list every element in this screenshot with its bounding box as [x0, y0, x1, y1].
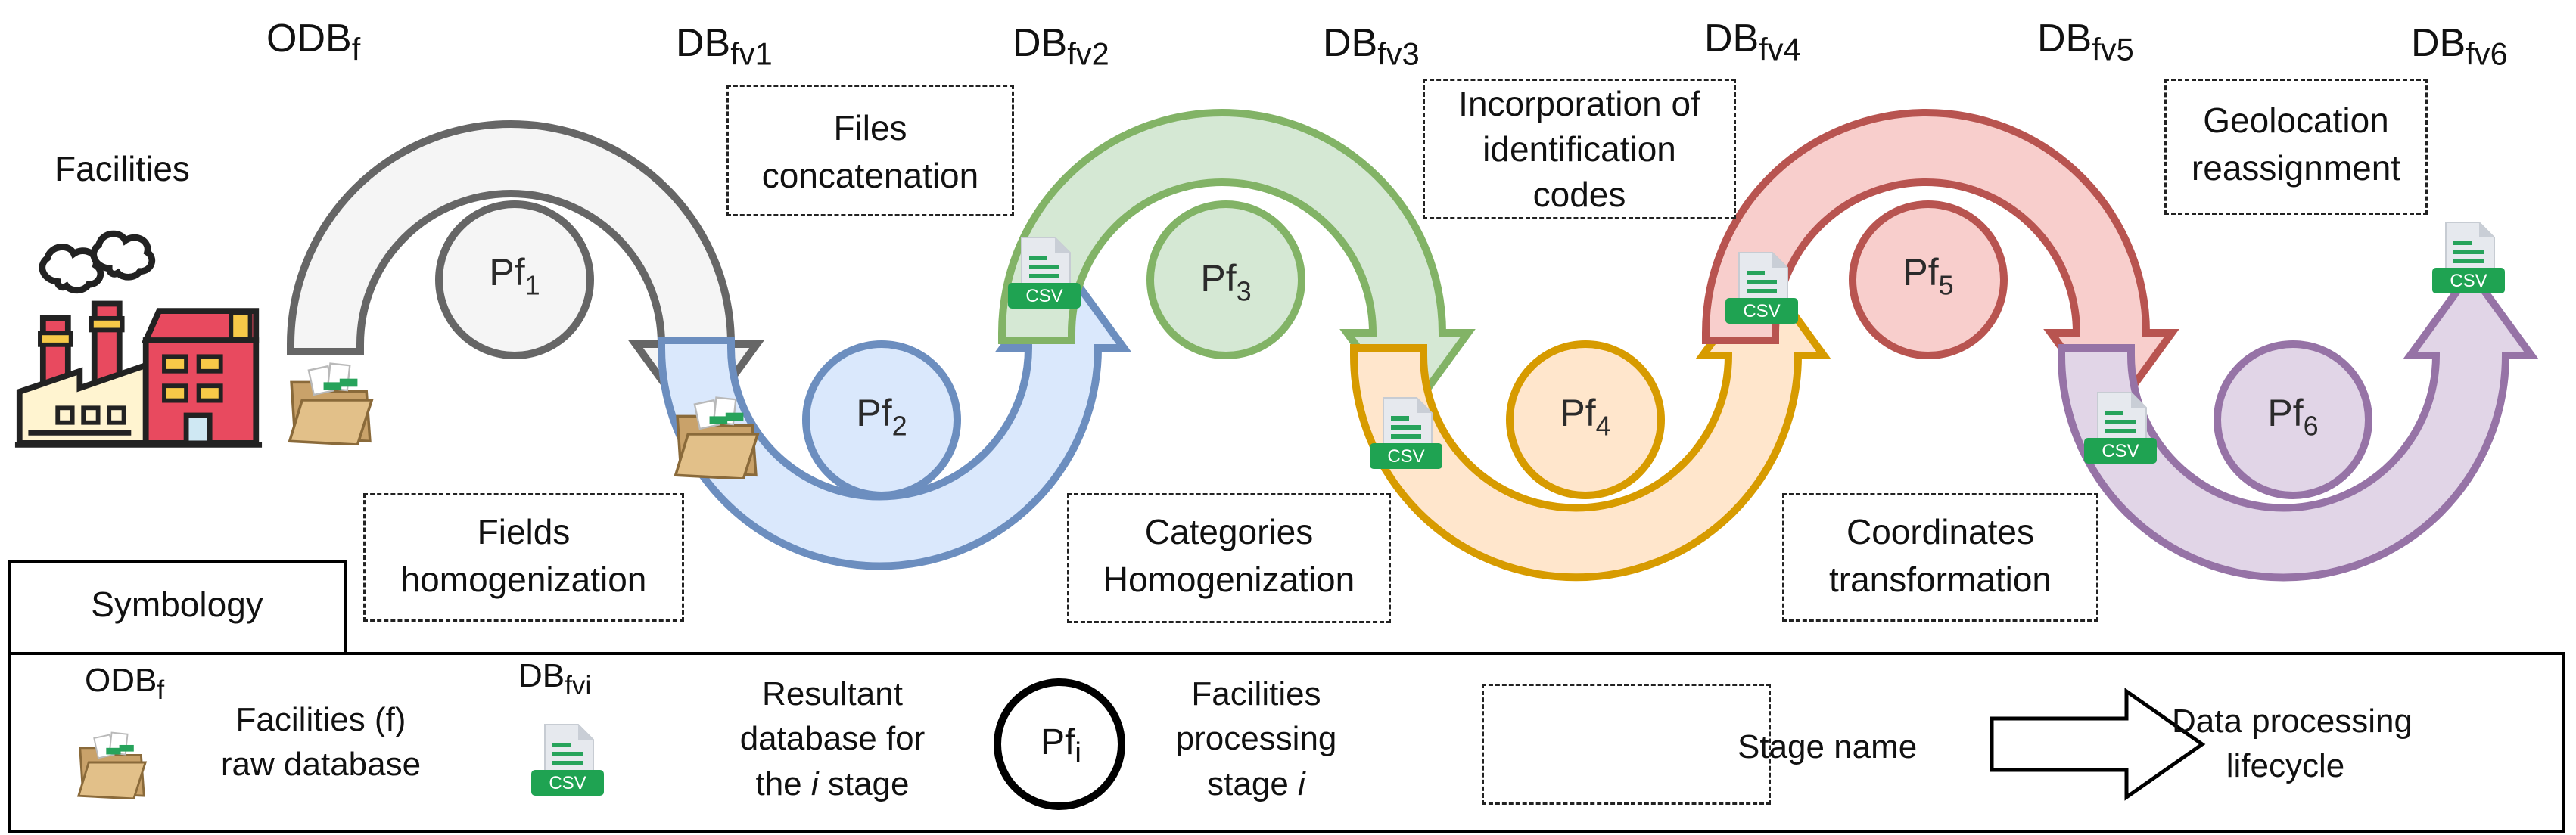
legend-folder-icon	[77, 731, 147, 799]
csv-file-icon-fv6	[2431, 222, 2506, 294]
process-circle-pf4	[1506, 340, 1665, 499]
db-label-fv1: DBfv1	[676, 21, 773, 72]
stage-box-fields-homogenization	[363, 493, 684, 622]
process-label-pf2: Pf2	[856, 392, 907, 442]
legend-raw-db-symbol-label: ODBf	[85, 662, 165, 705]
stage-arc-2	[658, 258, 1131, 570]
db-label-fv4: DBfv4	[1704, 17, 1801, 67]
symbology-box	[8, 652, 2565, 833]
process-circle-pf1	[435, 200, 594, 359]
process-label-pf3: Pf3	[1200, 257, 1252, 307]
stage-box-files-concatenation	[726, 85, 1014, 216]
legend-csv-icon	[530, 724, 605, 796]
legend-stage-name-box	[1482, 684, 1771, 805]
legend-process-circle	[994, 678, 1125, 810]
stage-arc-3	[998, 109, 1476, 423]
stage-arc-4	[1350, 265, 1831, 582]
legend-result-db-symbol-label: DBfvi	[518, 657, 592, 700]
process-circle-pf5	[1849, 200, 2008, 359]
legend-raw-db-description: Facilities (f)raw database	[220, 701, 422, 784]
db-label-fv6: DBfv6	[2411, 21, 2508, 72]
stage-arc-5	[1702, 109, 2179, 423]
stage-box-geolocation-reassignment	[2164, 79, 2428, 215]
stage-box-coordinates-transformation	[1782, 493, 2098, 622]
stage-arc-6	[2058, 265, 2539, 582]
process-circle-pf2	[802, 340, 961, 499]
process-label-pf5: Pf5	[1902, 251, 1954, 301]
stage-arc-1	[287, 120, 764, 434]
process-label-pf4: Pf4	[1560, 392, 1611, 442]
facilities-label: Facilities	[54, 149, 190, 188]
legend-stage-name-description: Stage name	[1738, 728, 1918, 765]
source-database-label: ODBf	[266, 17, 361, 67]
symbology-title-box	[8, 560, 347, 655]
factory-icon	[15, 234, 262, 445]
legend-process-symbol-label: Pfi	[1041, 722, 1081, 769]
db-label-fv5: DBfv5	[2037, 17, 2134, 67]
stage-box-incorporation-codes	[1423, 79, 1736, 219]
process-label-pf1: Pf1	[489, 251, 540, 301]
raw-database-folder-icon	[288, 362, 374, 445]
db-label-fv3: DBfv3	[1323, 21, 1420, 72]
db-label-fv2: DBfv2	[1013, 21, 1109, 72]
symbology-title: Symbology	[91, 585, 263, 624]
process-circle-pf3	[1146, 200, 1305, 359]
legend-lifecycle-arrow	[1990, 688, 2206, 801]
stage-box-categories-homogenization	[1067, 493, 1391, 623]
process-circle-pf6	[2214, 340, 2372, 499]
process-label-pf6: Pf6	[2267, 392, 2319, 442]
